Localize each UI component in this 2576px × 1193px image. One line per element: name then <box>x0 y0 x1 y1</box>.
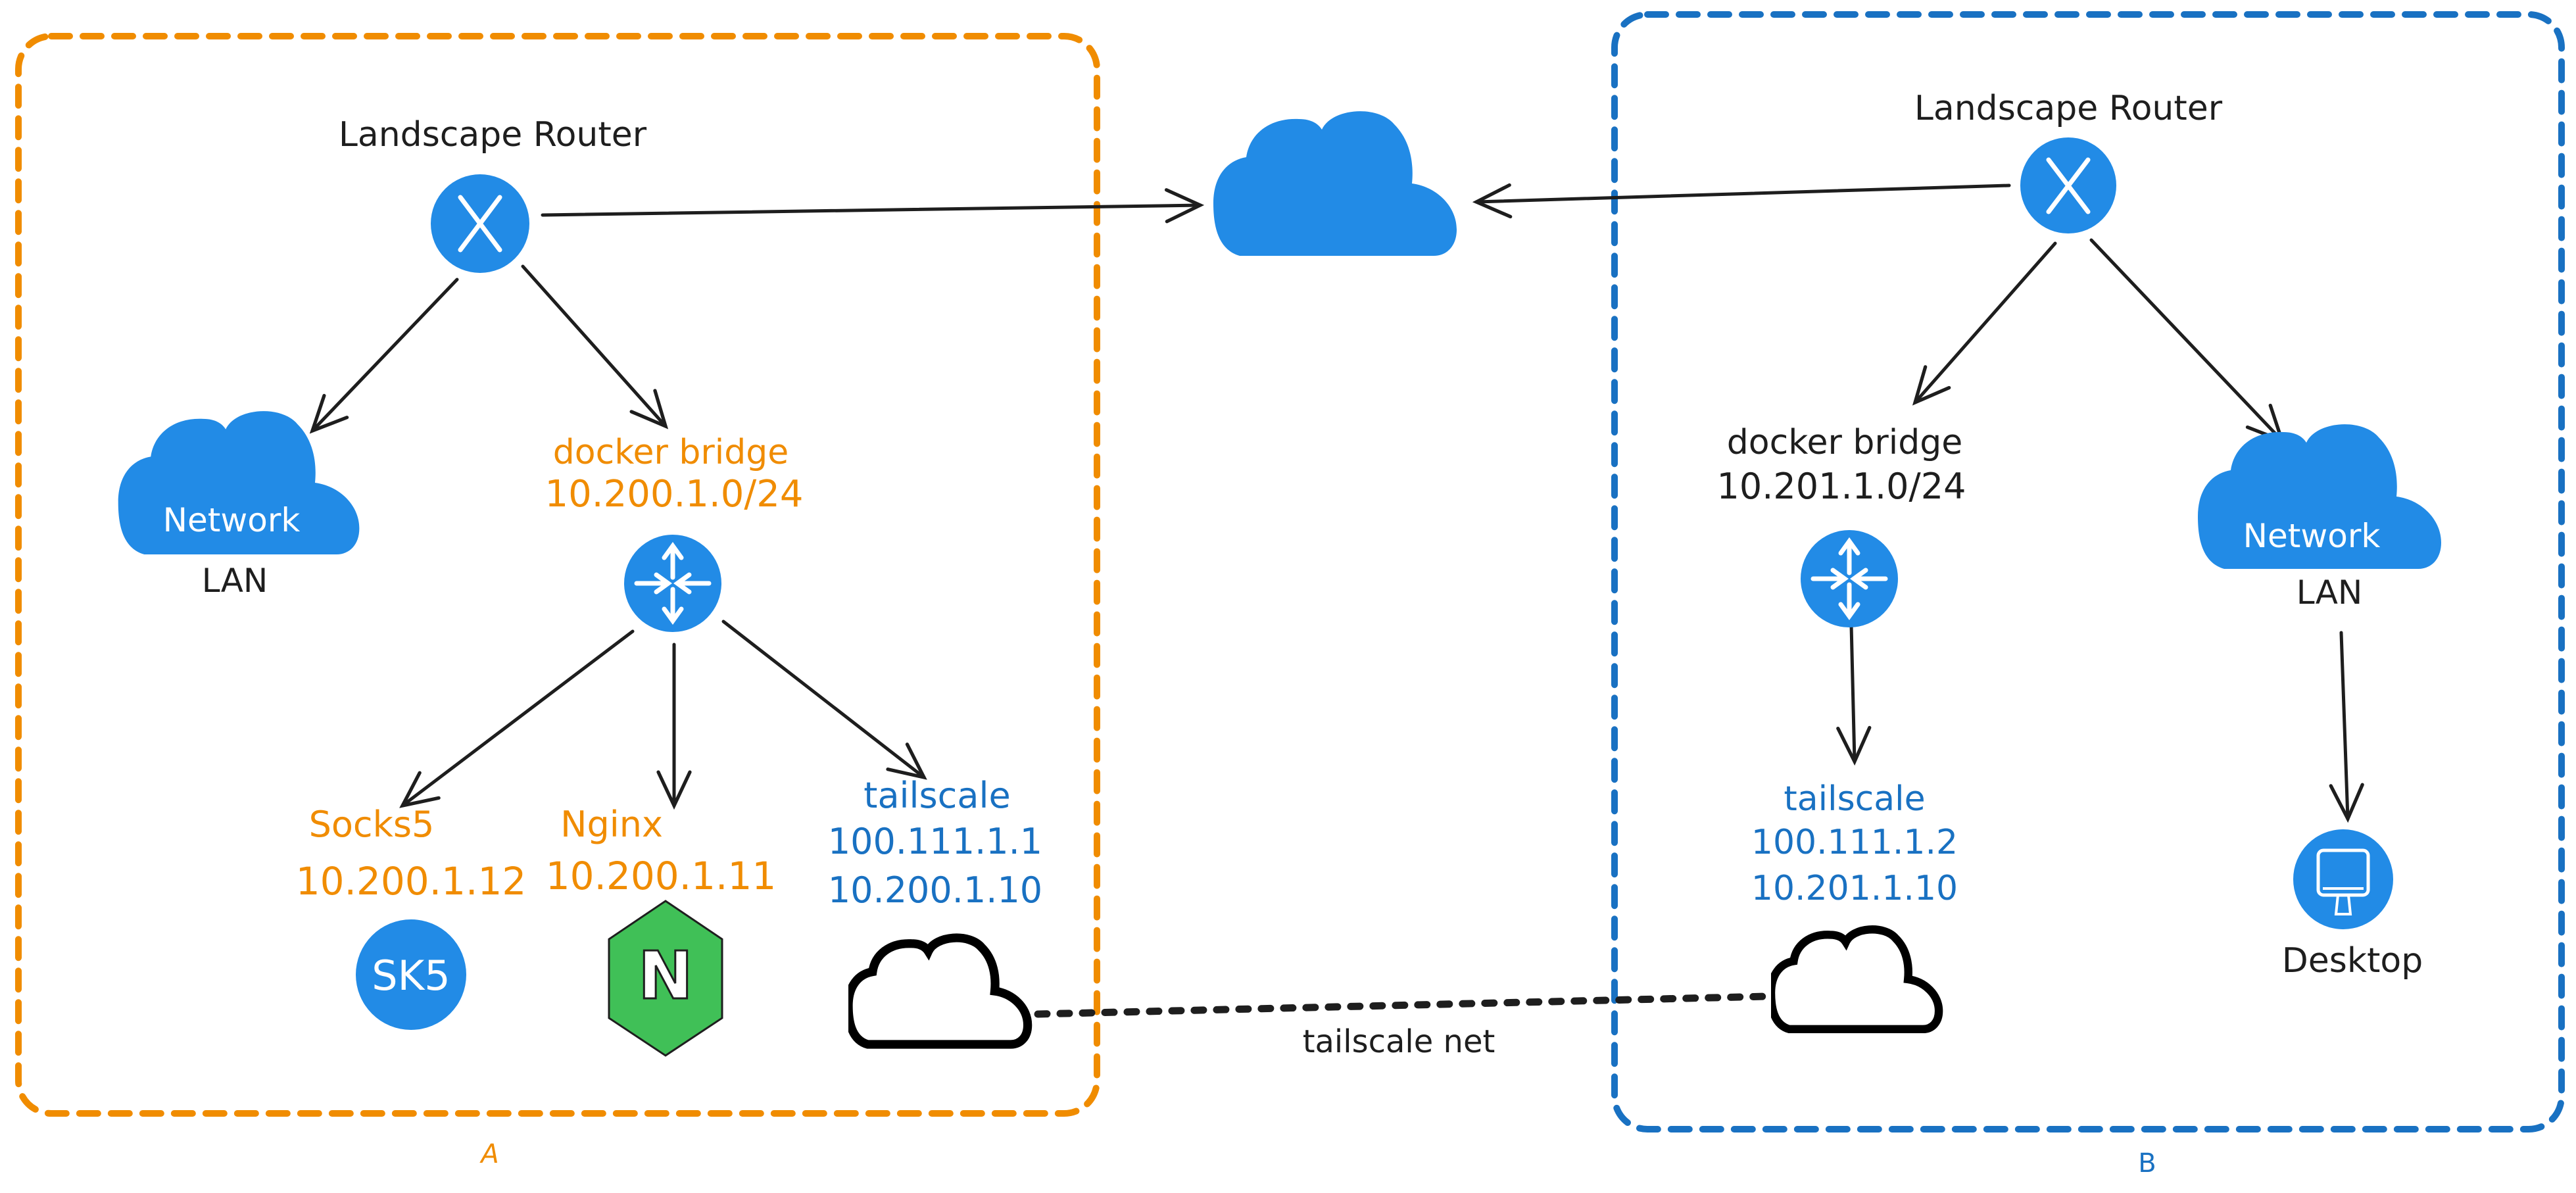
edge-router-b-to-docker-bridge <box>1915 241 2057 402</box>
socks5-node: Socks5 10.200.1.12 SK5 <box>296 804 527 1030</box>
edge-router-a-to-lan <box>312 278 459 431</box>
monitor-icon <box>2293 829 2393 929</box>
edge-router-a-to-internet <box>541 205 1200 215</box>
nginx-badge-text: N <box>638 937 693 1014</box>
tailscale-b-name: tailscale <box>1784 779 1925 819</box>
nginx-name: Nginx <box>560 804 663 845</box>
edge-router-a-to-docker-bridge <box>521 264 666 426</box>
router-x-icon <box>431 174 529 273</box>
router-a-label: Landscape Router <box>339 115 647 155</box>
nginx-node: Nginx 10.200.1.11 N <box>546 804 777 1057</box>
switch-arrows-icon <box>1801 530 1898 627</box>
socks5-name: Socks5 <box>309 804 435 845</box>
lan-b: Network LAN <box>2198 424 2441 612</box>
nginx-hexagon-icon <box>608 900 723 1057</box>
tailscale-a-ip-bridge: 10.200.1.10 <box>828 869 1042 911</box>
sk5-badge-text: SK5 <box>372 952 450 1000</box>
lan-b-label: LAN <box>2297 573 2363 612</box>
tailscale-b-ip-tailnet: 100.111.1.2 <box>1751 823 1958 862</box>
docker-bridge-b-name: docker bridge <box>1727 423 1962 462</box>
edge-router-b-to-internet <box>1476 185 2011 202</box>
desktop-node: Desktop <box>2282 829 2423 981</box>
cloud-outline-icon <box>848 938 1028 1044</box>
lan-b-cloud-text: Network <box>2243 517 2381 555</box>
edge-bridge-b-to-tailscale <box>1851 623 1855 762</box>
switch-arrows-icon <box>624 535 721 632</box>
tailscale-net-label: tailscale net <box>1303 1023 1495 1060</box>
router-b-label: Landscape Router <box>1914 89 2223 128</box>
tailscale-a-name: tailscale <box>863 775 1010 816</box>
router-a: Landscape Router <box>339 115 647 273</box>
internet-cloud-icon <box>1213 111 1457 256</box>
docker-bridge-a: docker bridge 10.200.1.0/24 <box>545 433 804 632</box>
site-a-boundary <box>15 33 1100 1117</box>
connectors <box>312 185 2348 1018</box>
sk5-badge-icon <box>356 919 466 1030</box>
site-b-boundary <box>1611 11 2565 1132</box>
edge-lan-b-to-desktop <box>2341 631 2348 819</box>
router-x-icon <box>2020 137 2116 233</box>
edge-router-b-to-lan <box>2089 238 2282 441</box>
docker-bridge-a-name: docker bridge <box>553 433 789 472</box>
tailscale-b-ip-bridge: 10.201.1.10 <box>1751 869 1958 908</box>
docker-bridge-b: docker bridge 10.201.1.0/24 <box>1717 423 1966 627</box>
edge-bridge-a-to-socks5 <box>402 629 635 806</box>
cloud-outline-icon <box>1771 929 1939 1029</box>
tailscale-a-node: tailscale 100.111.1.1 10.200.1.10 <box>828 775 1042 1044</box>
lan-a-label: LAN <box>202 562 268 600</box>
lan-a: Network LAN <box>118 411 360 600</box>
edge-bridge-a-to-tailscale <box>721 620 924 777</box>
edge-tailscale-net <box>1034 992 1771 1018</box>
site-b-label: B <box>2138 1148 2156 1179</box>
site-a-label: A <box>479 1139 498 1169</box>
tailscale-b-node: tailscale 100.111.1.2 10.201.1.10 <box>1751 779 1958 1029</box>
router-b: Landscape Router <box>1914 89 2223 233</box>
docker-bridge-a-subnet: 10.200.1.0/24 <box>545 473 804 516</box>
nginx-ip: 10.200.1.11 <box>546 854 777 898</box>
desktop-label: Desktop <box>2282 941 2423 981</box>
lan-a-cloud-text: Network <box>163 501 301 539</box>
tailscale-a-ip-tailnet: 100.111.1.1 <box>828 821 1042 862</box>
docker-bridge-b-subnet: 10.201.1.0/24 <box>1717 466 1966 507</box>
socks5-ip: 10.200.1.12 <box>296 859 527 904</box>
